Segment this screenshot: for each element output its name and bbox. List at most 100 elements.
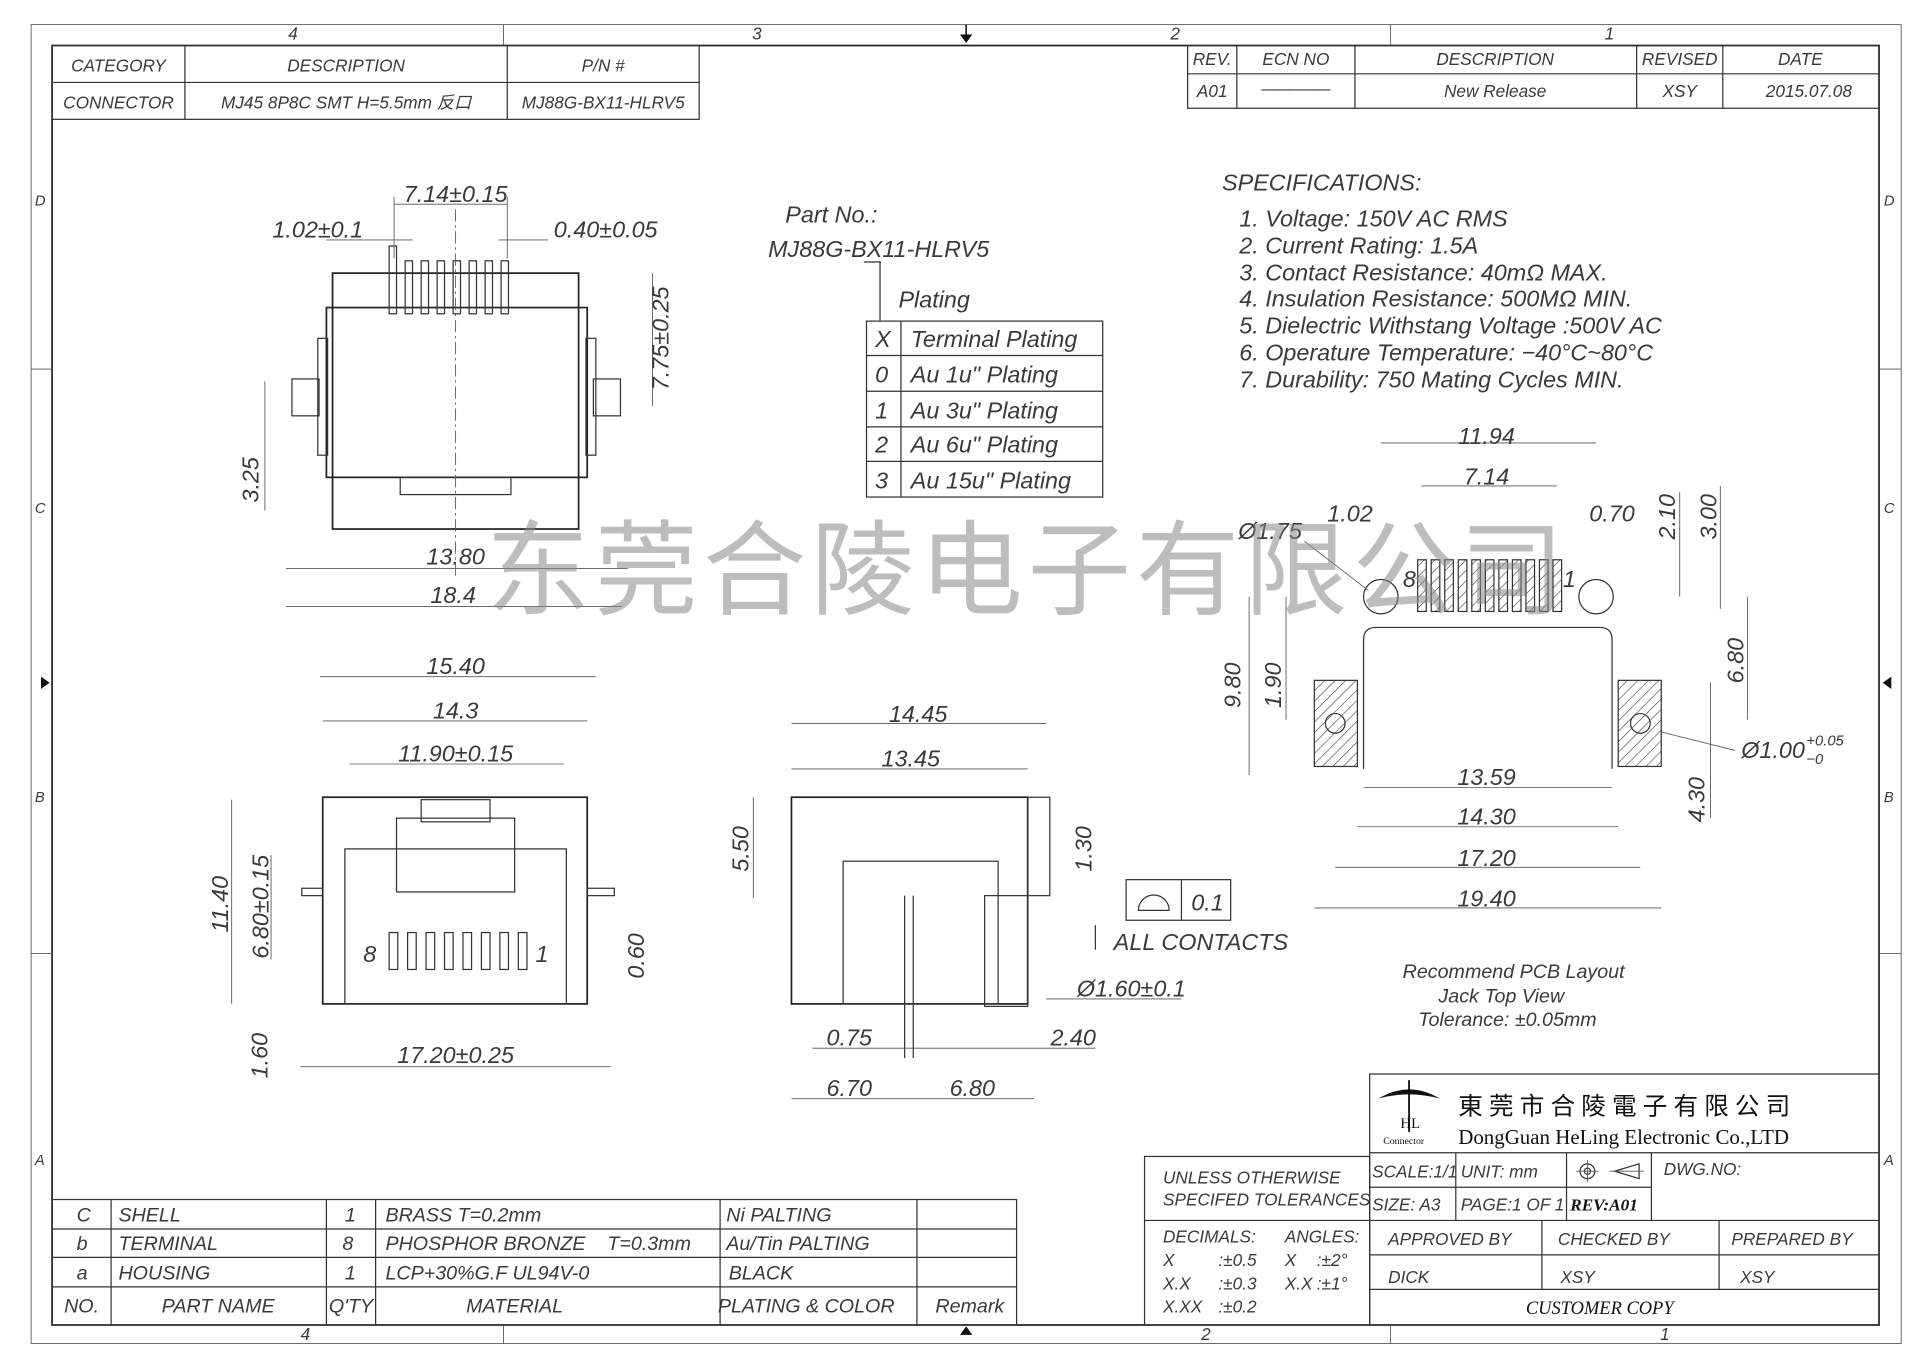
- zone-label-side: B: [35, 790, 45, 806]
- dim-pcb-hole-100-tol-plus: +0.05: [1806, 734, 1844, 750]
- tolerance-title-1: UNLESS OTHERWISE: [1163, 1168, 1341, 1188]
- plating-code: 0: [875, 362, 888, 388]
- pcb-note-tolerance: Tolerance: ±0.05mm: [1418, 1009, 1596, 1031]
- pcb-pin-8-label: 8: [1403, 566, 1416, 592]
- dim-side-075: 0.75: [827, 1025, 873, 1051]
- bom-header-qty: Q'TY: [329, 1296, 375, 1318]
- ecn-value: ————: [1260, 79, 1331, 99]
- dim-pcb-hole-175: Ø1.75: [1237, 518, 1303, 544]
- date-header: DATE: [1778, 49, 1823, 69]
- specifications-title: SPECIFICATIONS:: [1222, 170, 1421, 196]
- dim-front-w3: 11.90±0.15: [398, 741, 514, 767]
- dim-top-overall-width: 18.4: [430, 582, 475, 608]
- prepared-by-value: XSY: [1739, 1267, 1776, 1287]
- zone-label-side: B: [1884, 790, 1894, 806]
- projection-symbol-icon: [1576, 1160, 1645, 1183]
- decimal-tolerance: :±0.5: [1218, 1250, 1257, 1270]
- angles-label: ANGLES:: [1284, 1227, 1360, 1247]
- bom-qty: 8: [342, 1233, 353, 1255]
- bom-qty: 1: [345, 1262, 356, 1284]
- checked-by-value: XSY: [1559, 1267, 1596, 1287]
- company-watermark: 东莞合陵电子有限公司: [486, 512, 1569, 632]
- dim-pcb-hole-100: Ø1.00: [1740, 737, 1805, 763]
- dim-side-680: 6.80: [950, 1075, 995, 1101]
- dim-top-pitch: 1.02±0.1: [272, 216, 363, 242]
- bom-header-plating: PLATING & COLOR: [718, 1296, 895, 1318]
- bom-header-no: NO.: [64, 1296, 99, 1318]
- description-value: New Release: [1444, 81, 1546, 101]
- plating-desc: Au 15u" Plating: [909, 467, 1071, 493]
- dim-pcb-1194: 11.94: [1458, 423, 1515, 449]
- zone-label-bottom: 1: [1660, 1324, 1670, 1344]
- dim-front-w4: 17.20±0.25: [397, 1042, 515, 1068]
- bom-plating: BLACK: [729, 1262, 794, 1284]
- approved-by-value: DICK: [1388, 1267, 1431, 1287]
- front-view-drawing: 15.40 14.3 11.90±0.15 11.40 6.80±0.15 8 …: [207, 653, 649, 1078]
- header-category-label: CATEGORY: [71, 55, 167, 75]
- angle-tolerance: :±1°: [1317, 1273, 1348, 1293]
- dim-pcb-070: 0.70: [1589, 501, 1634, 527]
- revision-table: REV. ECN NO DESCRIPTION REVISED DATE A01…: [1186, 44, 1880, 109]
- tolerance-block: UNLESS OTHERWISE SPECIFED TOLERANCES DEC…: [1143, 1155, 1371, 1326]
- logo-text: Connector: [1383, 1136, 1425, 1147]
- dim-front-h2: 6.80±0.15: [248, 854, 274, 959]
- zone-label-top: 2: [1169, 23, 1180, 43]
- dim-side-240: 2.40: [1049, 1025, 1095, 1051]
- bom-row: b TERMINAL 8 PHOSPHOR BRONZE T=0.3mm Au/…: [77, 1233, 870, 1255]
- dim-pcb-1359: 13.59: [1457, 764, 1515, 790]
- plating-header-terminal: Terminal Plating: [911, 326, 1078, 352]
- pcb-pin-1-label: 1: [1563, 566, 1576, 592]
- angle-format: X.X: [1284, 1273, 1314, 1293]
- dwg-no-label: DWG.NO:: [1664, 1159, 1742, 1179]
- header-pn-value: MJ88G-BX11-HLRV5: [522, 92, 685, 112]
- dim-pcb-hole-100-tol-minus: −0: [1806, 752, 1824, 768]
- spec-item: 1. Voltage: 150V AC RMS: [1239, 205, 1508, 231]
- part-number-block: Part No.: MJ88G-BX11-HLRV5 Plating X Ter…: [768, 202, 1104, 498]
- dim-pcb-680: 6.80: [1723, 638, 1749, 683]
- top-view-drawing: 7.14±0.15 1.02±0.1 0.40±0.05 7.75±0.25 3…: [238, 181, 674, 608]
- size-label: SIZE: A3: [1372, 1195, 1441, 1215]
- bom-material: BRASS T=0.2mm: [385, 1205, 541, 1227]
- decimal-format: X: [1162, 1250, 1176, 1270]
- dim-top-inner-width: 13.80: [426, 544, 484, 570]
- dim-pcb-980: 9.80: [1220, 663, 1246, 708]
- page-label: PAGE:1 OF 1: [1461, 1195, 1565, 1215]
- plating-code: 2: [874, 432, 888, 458]
- dim-pcb-1430: 14.30: [1457, 803, 1515, 829]
- rev-value: A01: [1196, 81, 1228, 101]
- description-header: DESCRIPTION: [1436, 49, 1554, 69]
- zone-label-side: C: [1884, 501, 1895, 517]
- dim-top-height: 7.75±0.25: [647, 285, 673, 390]
- bom-no: C: [77, 1205, 92, 1227]
- spec-item: 3. Contact Resistance: 40mΩ MAX.: [1239, 260, 1607, 286]
- dim-side-670: 6.70: [827, 1075, 872, 1101]
- zone-label-side: C: [35, 501, 46, 517]
- front-pin-1-label: 1: [536, 941, 549, 967]
- prepared-by-label: PREPARED BY: [1731, 1229, 1854, 1249]
- dim-front-060: 0.60: [623, 933, 649, 978]
- dim-side-h1: 5.50: [727, 826, 753, 871]
- dim-pcb-190: 1.90: [1260, 663, 1286, 708]
- dim-top-offset: 3.25: [238, 456, 264, 502]
- tolerance-title-2: SPECIFED TOLERANCES: [1163, 1190, 1371, 1210]
- coplanarity-frame: [1125, 879, 1232, 921]
- bom-table: C SHELL 1 BRASS T=0.2mm Ni PALTING b TER…: [51, 1198, 1018, 1326]
- dim-pcb-430: 4.30: [1683, 777, 1709, 822]
- decimal-tolerance: :±0.2: [1218, 1297, 1257, 1317]
- dim-top-pin-width: 0.40±0.05: [554, 216, 659, 242]
- flatness-icon: [1137, 894, 1170, 912]
- dim-top-pitch-span: 7.14±0.15: [404, 181, 509, 207]
- bom-header-remark: Remark: [935, 1296, 1005, 1318]
- title-block: HL Connector 東 莞 市 合 陵 電 子 有 限 公 司 DongG…: [1369, 1073, 1880, 1326]
- dim-pcb-1940: 19.40: [1457, 886, 1515, 912]
- plating-desc: Au 6u" Plating: [909, 432, 1058, 458]
- rev-header: REV.: [1193, 49, 1232, 69]
- zone-label-bottom: 2: [1200, 1324, 1211, 1344]
- rev-label: REV:A01: [1569, 1196, 1638, 1215]
- header-description-label: DESCRIPTION: [287, 55, 405, 75]
- zone-label-bottom: 4: [301, 1324, 311, 1344]
- plating-table: X Terminal Plating 0 Au 1u" Plating 1 Au…: [865, 320, 1104, 498]
- company-name-cn: 東 莞 市 合 陵 電 子 有 限 公 司: [1458, 1093, 1790, 1121]
- company-name-en: DongGuan HeLing Electronic Co.,LTD: [1458, 1125, 1789, 1149]
